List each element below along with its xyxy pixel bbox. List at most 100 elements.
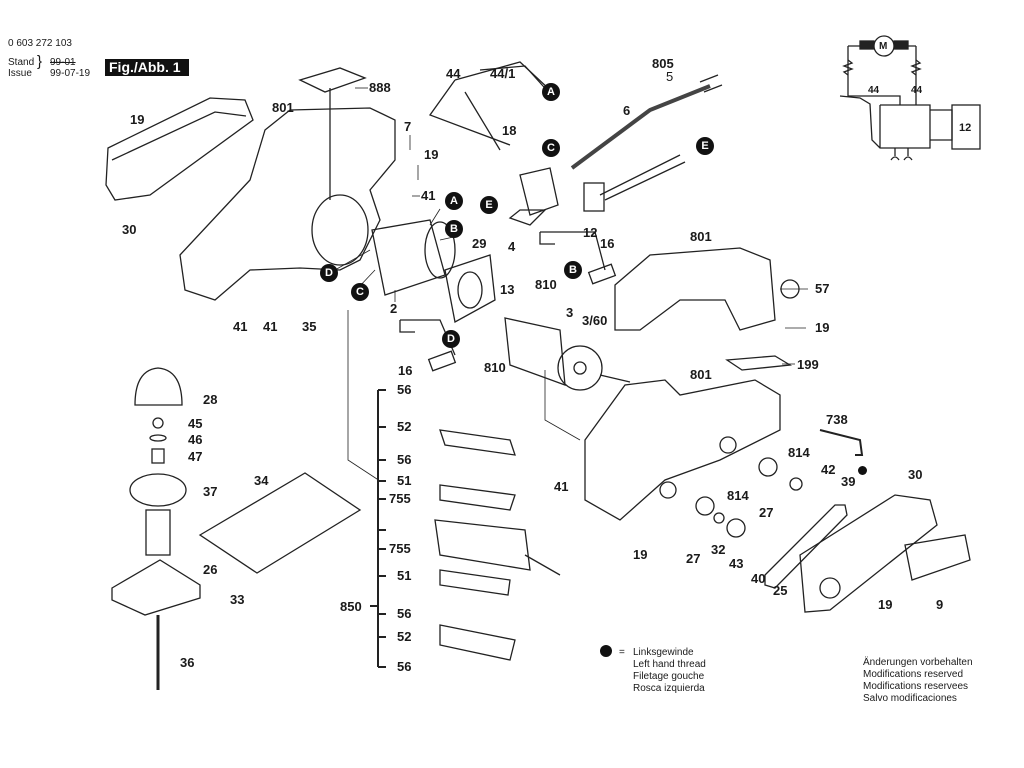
blade-item: 56	[397, 452, 412, 467]
part-label: 44	[446, 66, 461, 81]
part-label: 19	[130, 112, 145, 127]
part-label: 19	[424, 147, 439, 162]
legend-line: Rosca izquierda	[633, 683, 705, 694]
part-label: 810	[535, 277, 557, 292]
part-number: 0 603 272 103	[8, 38, 72, 49]
blade-bracket	[370, 389, 386, 668]
side-cover-left	[105, 97, 254, 201]
pulley-814b	[695, 496, 715, 516]
part-label: 19	[878, 597, 893, 612]
part-label: 27	[686, 551, 701, 566]
part-label: 41	[263, 319, 278, 334]
blade-item: 56	[397, 606, 412, 621]
blade-item: 52	[397, 419, 412, 434]
part-label: 12	[583, 225, 598, 240]
stand-value: 99-01	[50, 57, 76, 68]
part-label: 32	[711, 542, 726, 557]
part-label: 16	[398, 363, 413, 378]
blade-item: 56	[397, 659, 412, 674]
legend-line: Left hand thread	[633, 659, 706, 670]
part-label: 33	[230, 592, 245, 607]
stand-label: Stand	[8, 57, 35, 68]
wiring-diagram	[839, 35, 981, 161]
part-label: 41	[554, 479, 569, 494]
power-cord	[570, 84, 711, 170]
motor-symbol: M	[879, 41, 888, 52]
part-label: 46	[188, 432, 203, 447]
part-label: 3/60	[582, 313, 608, 328]
armature-3	[504, 317, 566, 386]
baffle-29	[444, 254, 496, 324]
part-label: 35	[302, 319, 317, 334]
shaft	[145, 509, 171, 556]
legend-dot-icon	[600, 645, 612, 657]
part-label: 30	[908, 467, 923, 482]
part-label: 25	[773, 583, 788, 598]
wire-44	[428, 61, 551, 146]
blade-item: 56	[397, 382, 412, 397]
body-801	[584, 379, 781, 521]
part-label: 738	[826, 412, 848, 427]
part-label: 39	[841, 474, 856, 489]
lead-12	[599, 154, 686, 201]
part-label: 801	[690, 367, 712, 382]
issue-label: Issue	[8, 68, 32, 79]
clamp-52b	[439, 624, 516, 661]
part-12	[583, 182, 605, 212]
switch-4	[508, 167, 559, 226]
callout-c: C	[542, 139, 560, 157]
callout-e: E	[480, 196, 498, 214]
clamp-52a	[439, 429, 516, 456]
callout-b: B	[445, 220, 463, 238]
blade-item: 51	[397, 473, 412, 488]
part-label: 27	[759, 505, 774, 520]
callout-e: E	[696, 137, 714, 155]
callout-a: A	[542, 83, 560, 101]
housing-801	[179, 107, 396, 301]
part-label: 810	[484, 360, 506, 375]
part-label: 57	[815, 281, 830, 296]
part-label: 814	[727, 488, 749, 503]
part-label: 43	[729, 556, 744, 571]
left-thread-marker	[858, 466, 867, 475]
callout-d: D	[442, 330, 460, 348]
part-label: 6	[623, 103, 631, 118]
part-label: 4	[508, 239, 516, 254]
part-label: 34	[254, 473, 269, 488]
part-label: 801	[272, 100, 294, 115]
base-plate-34	[198, 472, 362, 574]
legend-line: Filetage gouche	[633, 671, 705, 682]
part-label: 2	[390, 301, 398, 316]
hex-key-738	[819, 429, 864, 456]
figure-label: Fig./Abb. 1	[105, 59, 189, 76]
callout-b: B	[564, 261, 582, 279]
blade-item: 755	[389, 491, 411, 506]
part-label: 37	[203, 484, 218, 499]
part-label: 5	[666, 69, 674, 84]
clamp-51a	[439, 484, 516, 511]
label-plate-888	[298, 67, 367, 93]
stator-2	[371, 219, 446, 296]
part-42	[789, 477, 803, 491]
part-label: 47	[188, 449, 203, 464]
legend-line: Linksgewinde	[633, 647, 694, 658]
handle-801	[614, 247, 776, 331]
blade-item: 51	[397, 568, 412, 583]
part-label: 814	[788, 445, 810, 460]
blade-group-label: 850	[340, 599, 362, 614]
pulley-814a	[758, 457, 778, 477]
clamp-51b	[439, 569, 511, 596]
legend-equals: =	[619, 647, 625, 658]
notice-line: Salvo modificaciones	[863, 693, 957, 704]
part-label: 29	[472, 236, 487, 251]
part-label: 40	[751, 571, 766, 586]
shoe-33	[111, 559, 201, 616]
part-label: 30	[122, 222, 137, 237]
part-label: 41	[233, 319, 248, 334]
brace: }	[37, 53, 43, 70]
drum	[434, 519, 531, 571]
part-label: 9	[936, 597, 944, 612]
wiring-lead-right: 44	[911, 85, 923, 96]
belt-cover-30	[799, 494, 938, 613]
